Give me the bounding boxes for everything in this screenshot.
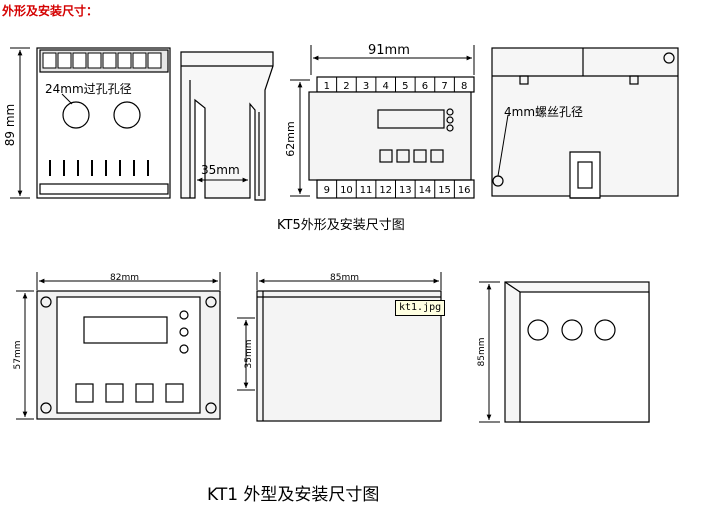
kt5-front-height-label: 62mm <box>284 121 297 156</box>
terminal-top-7: 7 <box>441 81 447 92</box>
kt1-side-height-dim <box>237 317 255 391</box>
kt5-front-view <box>308 76 475 199</box>
kt1-width-label: 82mm <box>110 273 139 283</box>
kt5-terminals-top: 1 2 3 4 5 6 7 8 <box>324 81 468 92</box>
kt1-display <box>83 316 168 344</box>
kt5-button-1 <box>379 149 393 163</box>
kt5-display <box>377 109 445 129</box>
terminal-top-2: 2 <box>343 81 349 92</box>
kt1-front-view <box>36 290 221 420</box>
kt5-side-slots <box>49 160 149 176</box>
terminal-top-8: 8 <box>461 81 467 92</box>
terminal-bottom-14: 14 <box>419 185 432 196</box>
kt5-button-4 <box>430 149 444 163</box>
terminal-top-1: 1 <box>324 81 330 92</box>
kt5-width-label: 91mm <box>368 43 410 58</box>
kt1-caption: KT1 外型及安装尺寸图 <box>207 485 379 505</box>
kt5-hole-right <box>113 101 141 129</box>
terminal-bottom-16: 16 <box>458 185 471 196</box>
kt1-button-2 <box>105 383 124 403</box>
kt5-screw-label: 4mm螺丝孔径 <box>504 105 583 119</box>
terminal-top-4: 4 <box>383 81 389 92</box>
kt5-button-2 <box>396 149 410 163</box>
terminal-bottom-13: 13 <box>399 185 412 196</box>
terminal-bottom-12: 12 <box>379 185 392 196</box>
screw-leader <box>497 114 509 177</box>
kt1-side-width-label: 85mm <box>330 273 359 283</box>
kt1-side-width-dim <box>256 272 442 290</box>
kt5-depth-dim <box>194 160 251 190</box>
kt5-hole-label: 24mm过孔孔径 <box>45 82 132 96</box>
kt5-rear-view <box>491 47 679 199</box>
kt5-caption: KT5外形及安装尺寸图 <box>277 218 405 233</box>
image-tooltip: kt1.jpg <box>395 300 446 316</box>
kt5-height-label: 89 mm <box>3 104 17 146</box>
kt5-width-dim <box>310 45 475 75</box>
kt5-height-dim <box>10 47 30 199</box>
kt5-front-height-dim <box>290 79 310 197</box>
kt5-depth-label: 35mm <box>201 163 240 177</box>
terminal-bottom-11: 11 <box>360 185 373 196</box>
kt5-hole-left <box>62 101 90 129</box>
kt1-side-view <box>256 290 442 422</box>
kt5-button-3 <box>413 149 427 163</box>
kt1-back-view <box>504 281 650 423</box>
kt5-side-view <box>36 47 171 199</box>
kt5-side-terminals <box>42 52 162 69</box>
terminal-top-3: 3 <box>363 81 369 92</box>
kt1-height-label: 57mm <box>13 341 23 370</box>
kt5-terminals-bottom: 9 10 11 12 13 14 15 16 <box>324 185 471 196</box>
terminal-top-5: 5 <box>402 81 408 92</box>
header-title: 外形及安装尺寸： <box>2 4 99 18</box>
terminal-top-6: 6 <box>422 81 428 92</box>
terminal-bottom-15: 15 <box>438 185 451 196</box>
terminal-bottom-10: 10 <box>340 185 353 196</box>
kt1-side-height-label: 35mm <box>244 340 254 369</box>
kt1-button-3 <box>135 383 154 403</box>
hole-leader <box>61 93 73 105</box>
kt1-button-1 <box>75 383 94 403</box>
kt1-button-4 <box>165 383 184 403</box>
terminal-bottom-9: 9 <box>324 185 330 196</box>
kt1-width-dim <box>36 272 221 290</box>
kt1-back-height-label: 85mm <box>477 338 487 367</box>
kt1-height-dim <box>16 290 34 420</box>
kt1-back-height-dim <box>479 281 500 423</box>
